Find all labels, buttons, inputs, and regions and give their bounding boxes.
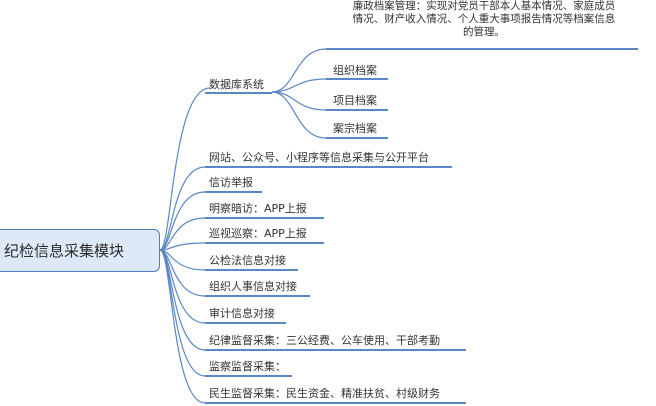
node-branch-9[interactable]: 民生监督采集：民生资金、精准扶贫、村级财务	[209, 387, 440, 400]
node-branch-4[interactable]: 公检法信息对接	[209, 254, 286, 267]
connector-branch-3	[159, 242, 206, 251]
node-branch-7[interactable]: 纪律监督采集：三公经费、公车使用、干部考勤	[209, 334, 440, 347]
connector-branch-2	[159, 217, 206, 251]
node-note-lian-zheng[interactable]: 廉政档案管理：实现对党员干部本人基本情况、家庭成员 情况、财产收入情况、个人重大…	[330, 0, 638, 39]
node-branch-2[interactable]: 明察暗访：APP上报	[209, 202, 307, 215]
root-node-label: 纪检信息采集模块	[4, 242, 125, 260]
node-db-child-2[interactable]: 案宗档案	[333, 122, 377, 135]
node-branch-3[interactable]: 巡视巡察：APP上报	[209, 227, 307, 240]
connector-database	[159, 87, 211, 251]
node-branch-8[interactable]: 监察监督采集：	[209, 360, 286, 373]
connector-branch-0	[159, 166, 206, 251]
node-db-child-1[interactable]: 项目档案	[333, 94, 377, 107]
connector-db-note	[271, 48, 327, 93]
node-branch-1[interactable]: 信访举报	[209, 176, 253, 189]
connector-branch-1	[159, 191, 206, 251]
connector-branch-9	[159, 249, 206, 404]
node-branch-0[interactable]: 网站、公众号、小程序等信息采集与公开平台	[209, 151, 429, 164]
node-branch-6[interactable]: 审计信息对接	[209, 307, 275, 320]
connector-db-child-0	[271, 78, 327, 93]
note-line-0: 廉政档案管理：实现对党员干部本人基本情况、家庭成员	[352, 0, 616, 12]
note-line-2: 的管理。	[463, 26, 505, 38]
connector-db-child-2	[271, 91, 327, 139]
note-line-1: 情况、财产收入情况、个人重大事项报告情况等档案信息	[352, 13, 616, 25]
node-db-child-0[interactable]: 组织档案	[333, 64, 377, 77]
node-branch-5[interactable]: 组织人事信息对接	[209, 280, 297, 293]
root-node[interactable]	[0, 229, 160, 272]
node-database[interactable]: 数据库系统	[209, 78, 264, 91]
